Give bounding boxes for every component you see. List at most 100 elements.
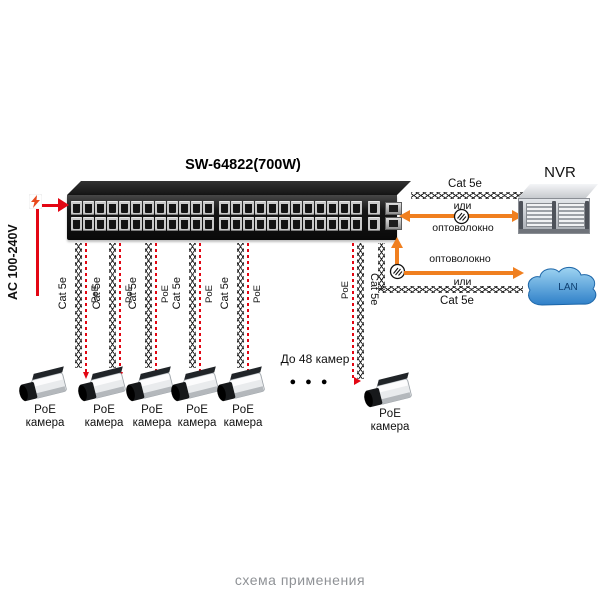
rj45-port	[191, 201, 202, 215]
poe-cable-1: Cat 5e PoE	[57, 243, 101, 379]
cable-arrowhead	[354, 377, 361, 385]
rj45-port	[339, 217, 350, 231]
rj45-port	[155, 201, 166, 215]
rj45-port	[339, 201, 350, 215]
poe-power-line	[119, 243, 121, 372]
port-column	[219, 201, 230, 231]
poe-power-line	[155, 243, 157, 372]
rj45-port	[131, 217, 142, 231]
port-column	[191, 201, 202, 231]
arrowhead-right	[513, 267, 524, 279]
port-column	[71, 201, 82, 231]
nvr-icon	[518, 198, 590, 234]
port-column	[255, 201, 266, 231]
rj45-port	[267, 217, 278, 231]
twisted-pair-cable	[75, 243, 82, 368]
poe-cable-3: Cat 5e PoE	[127, 243, 171, 379]
uplink-arrow-lan-vertical	[395, 247, 399, 265]
cat5e-label: Cat 5e	[127, 277, 139, 310]
nvr-handle	[552, 201, 556, 231]
sfp-port	[385, 202, 402, 215]
power-line-horizontal	[36, 204, 59, 207]
rj45-port	[203, 217, 214, 231]
lan-label: LAN	[558, 282, 577, 293]
port-column	[339, 201, 350, 231]
port-column	[315, 201, 326, 231]
port-column	[179, 201, 190, 231]
rj45-port	[291, 201, 302, 215]
rj45-port	[95, 201, 106, 215]
rj45-port	[155, 217, 166, 231]
nvr-handle	[585, 201, 589, 231]
port-column	[131, 201, 142, 231]
rj45-port	[219, 201, 230, 215]
cat5e-label: Cat 5e	[171, 277, 183, 310]
rj45-port	[231, 217, 242, 231]
nvr-handle	[519, 201, 523, 231]
poe-camera-icon	[123, 364, 181, 408]
rj45-port	[315, 201, 326, 215]
poe-cable-4: Cat 5e PoE	[171, 243, 215, 379]
rj45-port	[203, 201, 214, 215]
poe-camera-icon	[168, 364, 226, 408]
poe-label: PoE	[340, 281, 351, 299]
uplink-rj45-port	[368, 217, 380, 231]
rj45-port	[71, 217, 82, 231]
poe-label: PoE	[160, 285, 171, 303]
or-label: или	[453, 200, 472, 212]
twisted-pair-cable	[109, 243, 116, 368]
twisted-pair-cable	[378, 243, 385, 290]
port-column	[119, 201, 130, 231]
port-column	[107, 201, 118, 231]
poe-power-line	[352, 243, 354, 381]
rj45-port	[243, 201, 254, 215]
poe-camera-icon	[16, 364, 74, 408]
cable-arrowhead	[83, 372, 89, 379]
rj45-port	[83, 201, 94, 215]
power-label: AC 100-240V	[6, 224, 20, 300]
uplink-arrow-lan-horizontal	[404, 271, 514, 275]
rj45-port	[167, 201, 178, 215]
port-column	[167, 201, 178, 231]
port-column	[291, 201, 302, 231]
port-column	[351, 201, 362, 231]
uplink-rj45-port	[368, 201, 380, 215]
port-column	[83, 201, 94, 231]
nvr-chassis-top	[518, 184, 598, 198]
rj45-port	[351, 201, 362, 215]
lightning-icon	[29, 194, 42, 209]
rj45-port	[255, 217, 266, 231]
fiber-label: оптоволокно	[432, 222, 494, 234]
poe-power-line	[199, 243, 201, 372]
port-column	[143, 201, 154, 231]
twisted-pair-cable	[378, 286, 523, 293]
sfp-column	[385, 202, 402, 230]
rj45-port	[243, 217, 254, 231]
arrowhead-right	[512, 210, 523, 222]
port-column	[231, 201, 242, 231]
nvr-base	[519, 229, 589, 233]
switch-chassis-top	[67, 181, 411, 195]
poe-power-line	[247, 243, 249, 372]
rj45-port	[167, 217, 178, 231]
diagram-title: SW-64822(700W)	[185, 157, 301, 173]
port-column	[303, 201, 314, 231]
poe-camera-icon	[361, 370, 419, 414]
rj45-port	[255, 201, 266, 215]
poe-cable-6: PoE Cat 5e	[340, 243, 380, 385]
switch-port-panel	[71, 201, 402, 231]
rj45-port	[191, 217, 202, 231]
poe-label: PoE	[204, 285, 215, 303]
port-column	[279, 201, 290, 231]
twisted-pair-cable	[357, 243, 364, 379]
port-column	[327, 201, 338, 231]
rj45-port	[279, 217, 290, 231]
rj45-port	[315, 217, 326, 231]
rj45-port	[107, 217, 118, 231]
rj45-port	[71, 201, 82, 215]
ellipsis-dots: ● ● ●	[289, 376, 331, 388]
